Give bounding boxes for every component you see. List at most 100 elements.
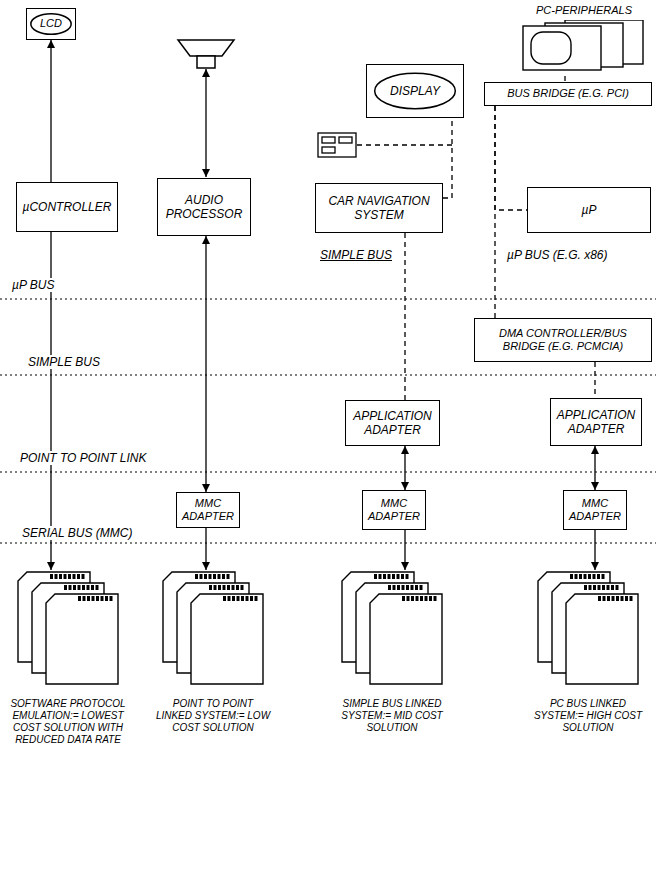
card-contact <box>255 596 258 601</box>
card-contact <box>73 574 76 579</box>
card-contact <box>603 596 606 601</box>
memory-card <box>370 594 442 684</box>
card-contact <box>397 585 400 590</box>
card-contact <box>588 574 591 579</box>
card-contact <box>68 574 71 579</box>
node-text: CAR NAVIGATION SYSTEM <box>320 194 438 223</box>
card-contact <box>598 596 601 601</box>
card-stack: SOFTWARE PROTOCOL EMULATION:= LOWEST COS… <box>2 570 134 746</box>
card-contact <box>616 585 619 590</box>
oval-outline <box>375 73 456 108</box>
processor-box: µP <box>527 187 651 233</box>
card-contact <box>87 585 90 590</box>
card-contact <box>607 585 610 590</box>
card-contact <box>83 596 86 601</box>
bridge-box: BUS BRIDGE (E.G. PCI) <box>484 82 652 106</box>
node-text: µCONTROLLER <box>23 200 112 214</box>
peripherals-group: PC-PERIPHERALS <box>516 4 652 76</box>
card-contact <box>570 574 573 579</box>
connector <box>205 236 206 492</box>
card-contact <box>392 574 395 579</box>
card-contact <box>195 574 198 579</box>
card-contact <box>415 585 418 590</box>
card-contact <box>82 574 85 579</box>
card-contact <box>200 574 203 579</box>
card-contact <box>393 585 396 590</box>
card-contact <box>575 574 578 579</box>
card-contact <box>78 585 81 590</box>
card-stack: SIMPLE BUS LINKED SYSTEM:= MID COST SOLU… <box>325 570 459 734</box>
card-contact <box>420 596 423 601</box>
card-contact <box>64 585 67 590</box>
card-contact <box>50 574 53 579</box>
card-contact <box>425 596 428 601</box>
card-contact <box>602 574 605 579</box>
node-text: LCD <box>40 17 62 30</box>
card-contact <box>223 596 226 601</box>
card-contact <box>579 574 582 579</box>
adapter-box: MMC ADAPTER <box>563 490 627 530</box>
adapter-box: APPLICATION ADAPTER <box>550 398 642 446</box>
card-contact <box>593 585 596 590</box>
adapter-box: MMC ADAPTER <box>362 490 426 530</box>
card-contact <box>402 585 405 590</box>
connector <box>404 530 405 570</box>
bridge-box: DMA CONTROLLER/BUS BRIDGE (E.G. PCMCIA) <box>474 318 652 362</box>
card-contact <box>589 585 592 590</box>
card-contact <box>607 596 610 601</box>
node-text: POINT TO POINT LINKED SYSTEM:= LOW COST … <box>154 698 272 734</box>
card-contact <box>87 596 90 601</box>
node-text: PC BUS LINKED SYSTEM:= HIGH COST SOLUTIO… <box>529 698 647 734</box>
card-contact <box>73 585 76 590</box>
connector <box>594 446 595 490</box>
card-contact <box>55 574 58 579</box>
bus-level-line <box>0 472 656 473</box>
card-contact <box>96 596 99 601</box>
card-contact <box>241 596 244 601</box>
card-contact <box>374 574 377 579</box>
speaker-link <box>205 69 206 177</box>
card-contact <box>397 574 400 579</box>
node-text: MMC ADAPTER <box>181 497 235 523</box>
navigation-box: CAR NAVIGATION SYSTEM <box>315 183 443 233</box>
connector <box>494 106 495 318</box>
memory-card <box>566 594 638 684</box>
connector <box>50 40 51 182</box>
card-contact <box>241 585 244 590</box>
card-contact <box>598 585 601 590</box>
card-stack: PC BUS LINKED SYSTEM:= HIGH COST SOLUTIO… <box>522 570 654 734</box>
card-contact <box>209 574 212 579</box>
card-contact <box>429 596 432 601</box>
card-contact <box>218 585 221 590</box>
card-contact <box>625 596 628 601</box>
card-contact <box>223 585 226 590</box>
controller-box: µCONTROLLER <box>16 182 118 232</box>
display-box: DISPLAY <box>366 64 464 118</box>
card-contact <box>246 596 249 601</box>
bus-level-line <box>0 543 656 544</box>
card-contact <box>101 596 104 601</box>
node-text: DMA CONTROLLER/BUS BRIDGE (E.G. PCMCIA) <box>479 327 647 353</box>
card-contact <box>222 574 225 579</box>
connector <box>594 362 595 398</box>
card-contact <box>420 585 423 590</box>
card-contact <box>218 574 221 579</box>
card-contact <box>406 585 409 590</box>
connector <box>404 233 405 400</box>
memory-card <box>191 594 263 684</box>
peripheral-unit <box>523 26 601 70</box>
card-contact <box>237 596 240 601</box>
bus-label: SERIAL BUS (MMC) <box>20 526 134 540</box>
adapter-box: APPLICATION ADAPTER <box>345 400 440 446</box>
node-text: AUDIO PROCESSOR <box>162 193 246 222</box>
card-contact <box>204 574 207 579</box>
card-contact <box>406 574 409 579</box>
bus-label: SIMPLE BUS <box>26 355 102 369</box>
oval-outline <box>31 14 71 34</box>
keypad-link <box>357 144 452 145</box>
speaker-cone <box>178 40 234 56</box>
card-contact <box>388 585 391 590</box>
keypad-key <box>322 137 335 143</box>
processor-box: AUDIO PROCESSOR <box>157 178 251 236</box>
